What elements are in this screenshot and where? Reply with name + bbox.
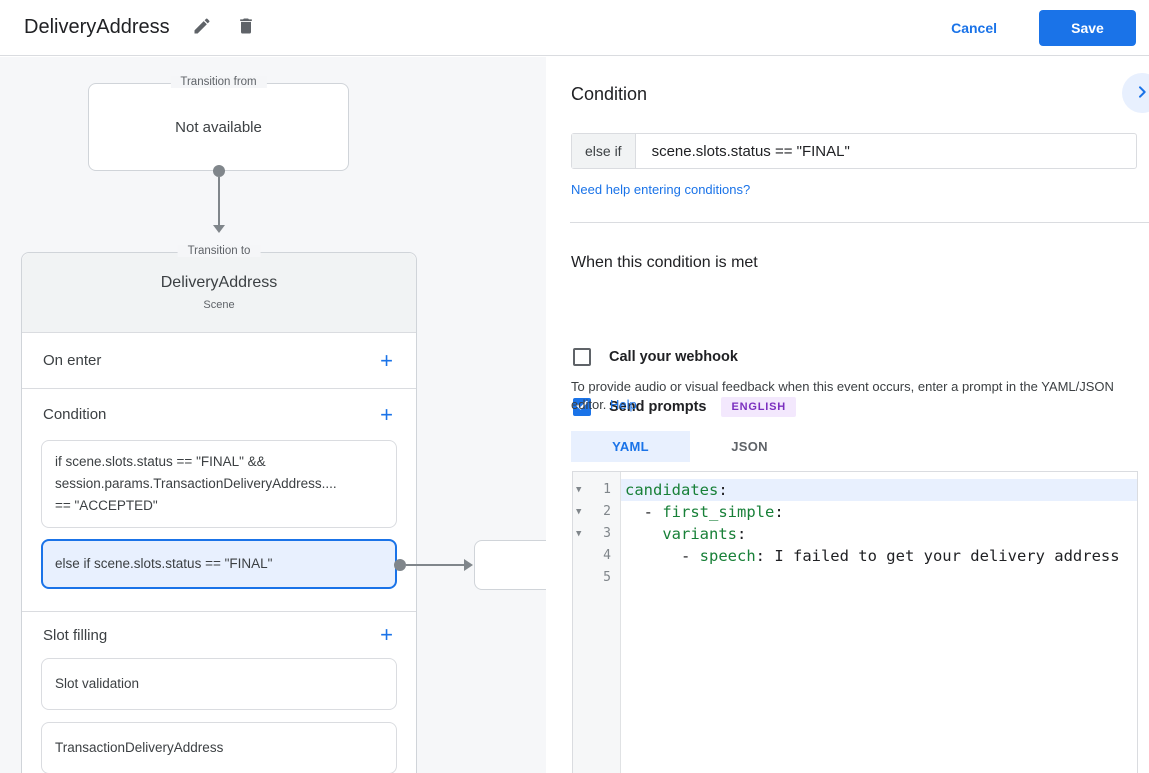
- fold-arrow-icon[interactable]: ▼: [576, 529, 582, 539]
- check-icon: [575, 398, 589, 417]
- transition-from-value: Not available: [175, 118, 262, 136]
- when-condition-met-title: When this condition is met: [571, 254, 758, 271]
- condition-item-selected[interactable]: else if scene.slots.status == "FINAL": [41, 539, 397, 589]
- trash-icon: [236, 16, 256, 39]
- add-condition-button[interactable]: +: [380, 401, 393, 427]
- top-bar: DeliveryAddress Cancel Save: [0, 0, 1149, 56]
- connector-dot: [394, 559, 406, 571]
- yaml-key: first_simple: [662, 503, 775, 521]
- prompt-description-text: To provide audio or visual feedback when…: [571, 379, 1114, 412]
- scene-subtitle: Scene: [203, 299, 235, 311]
- send-prompts-checkbox-row[interactable]: Send prompts ENGLISH: [573, 397, 796, 417]
- webhook-label: Call your webhook: [609, 349, 738, 365]
- condition-prefix-label: else if: [572, 134, 636, 168]
- yaml-text: :: [718, 481, 728, 499]
- line-number: 5: [603, 570, 611, 585]
- transition-to-card: Transition to DeliveryAddress Scene On e…: [21, 245, 417, 773]
- delete-scene-button[interactable]: [234, 16, 258, 40]
- line-number: 1▼: [573, 479, 620, 501]
- code-line[interactable]: - speech: I failed to get your delivery …: [621, 545, 1137, 567]
- save-button[interactable]: Save: [1039, 9, 1136, 46]
- editor-format-tabs: YAML JSON: [571, 431, 809, 462]
- fold-arrow-icon[interactable]: ▼: [576, 485, 582, 495]
- line-number: 3▼: [573, 523, 620, 545]
- condition-expression-row: else if: [571, 133, 1137, 169]
- panel-divider: [570, 222, 1149, 223]
- send-prompts-checkbox[interactable]: [573, 398, 591, 416]
- yaml-text: [625, 525, 662, 543]
- code-line[interactable]: variants:: [621, 523, 1137, 545]
- prompt-description: To provide audio or visual feedback when…: [571, 378, 1133, 413]
- edit-scene-button[interactable]: [190, 16, 214, 40]
- condition-item-line: else if scene.slots.status == "FINAL": [55, 556, 273, 571]
- on-enter-section[interactable]: On enter +: [22, 333, 416, 389]
- condition-item-line: if scene.slots.status == "FINAL" &&: [55, 454, 266, 469]
- yaml-text: :: [774, 503, 784, 521]
- tab-json[interactable]: JSON: [731, 439, 768, 454]
- arrow-right-icon: [464, 559, 473, 571]
- tab-yaml[interactable]: YAML: [571, 431, 690, 462]
- conditions-help-link[interactable]: Need help entering conditions?: [571, 182, 751, 197]
- collapse-panel-button[interactable]: [1122, 73, 1149, 113]
- add-on-enter-button[interactable]: +: [380, 347, 393, 373]
- connector-line-horizontal: [406, 564, 464, 566]
- cancel-button[interactable]: Cancel: [951, 19, 997, 36]
- condition-item-line: session.params.TransactionDeliveryAddres…: [55, 476, 337, 491]
- pencil-icon: [192, 16, 212, 39]
- scene-name: DeliveryAddress: [160, 274, 278, 291]
- connector-dot: [213, 165, 225, 177]
- connector-line-vertical: [218, 177, 220, 225]
- slot-item[interactable]: TransactionDeliveryAddress: [41, 722, 397, 773]
- line-number: 2▼: [573, 501, 620, 523]
- condition-section-label: Condition: [43, 406, 107, 423]
- transition-target-box[interactable]: [474, 540, 546, 590]
- add-slot-button[interactable]: +: [380, 622, 393, 647]
- slot-item[interactable]: Slot validation: [41, 658, 397, 710]
- code-line[interactable]: [621, 567, 1137, 589]
- yaml-key: speech: [699, 547, 756, 565]
- condition-item[interactable]: if scene.slots.status == "FINAL" && sessi…: [41, 440, 397, 528]
- yaml-code-editor[interactable]: 1▼2▼3▼ 4 5 candidates: - first_simple: var…: [572, 471, 1138, 773]
- language-badge: ENGLISH: [721, 397, 796, 417]
- code-line[interactable]: candidates:: [621, 479, 1137, 501]
- yaml-key: variants: [662, 525, 737, 543]
- slot-filling-label: Slot filling: [43, 626, 108, 644]
- fold-arrow-icon[interactable]: ▼: [576, 507, 582, 517]
- transition-to-label: Transition to: [177, 245, 261, 257]
- call-webhook-checkbox-row[interactable]: Call your webhook: [573, 348, 738, 366]
- condition-items: if scene.slots.status == "FINAL" && sessi…: [22, 440, 416, 589]
- code-line[interactable]: - first_simple:: [621, 501, 1137, 523]
- editor-gutter: 1▼2▼3▼ 4 5: [573, 472, 621, 773]
- line-number: 4: [603, 548, 611, 563]
- arrow-down-icon: [213, 225, 225, 233]
- scene-card-header[interactable]: DeliveryAddress Scene: [22, 253, 416, 333]
- chevron-right-icon: [1134, 84, 1149, 103]
- yaml-text: -: [625, 503, 663, 521]
- condition-section-header: Condition +: [22, 389, 416, 440]
- page-title: DeliveryAddress: [24, 16, 170, 38]
- webhook-checkbox[interactable]: [573, 348, 591, 366]
- transition-from-box: Transition from Not available: [88, 76, 349, 171]
- scene-flow-canvas: Transition from Not available Transition…: [0, 57, 546, 773]
- yaml-key: candidates: [625, 481, 719, 499]
- condition-expression-input[interactable]: [635, 134, 1136, 168]
- yaml-text: -: [625, 547, 700, 565]
- editor-code-area[interactable]: candidates: - first_simple: variants: - …: [621, 472, 1137, 773]
- send-prompts-label: Send prompts: [609, 399, 707, 415]
- on-enter-label: On enter: [43, 352, 102, 369]
- slot-filling-section-header: Slot filling +: [22, 612, 416, 658]
- panel-title: Condition: [571, 84, 648, 104]
- yaml-text: : I failed to get your delivery address: [755, 547, 1120, 565]
- help-link[interactable]: Help: [610, 396, 637, 412]
- condition-section: Condition + if scene.slots.status == "FI…: [22, 389, 416, 612]
- yaml-text: :: [736, 525, 747, 543]
- condition-item-line: == "ACCEPTED": [55, 498, 158, 513]
- condition-edit-panel: Condition else if Need help entering con…: [546, 57, 1149, 773]
- transition-from-label: Transition from: [170, 76, 267, 88]
